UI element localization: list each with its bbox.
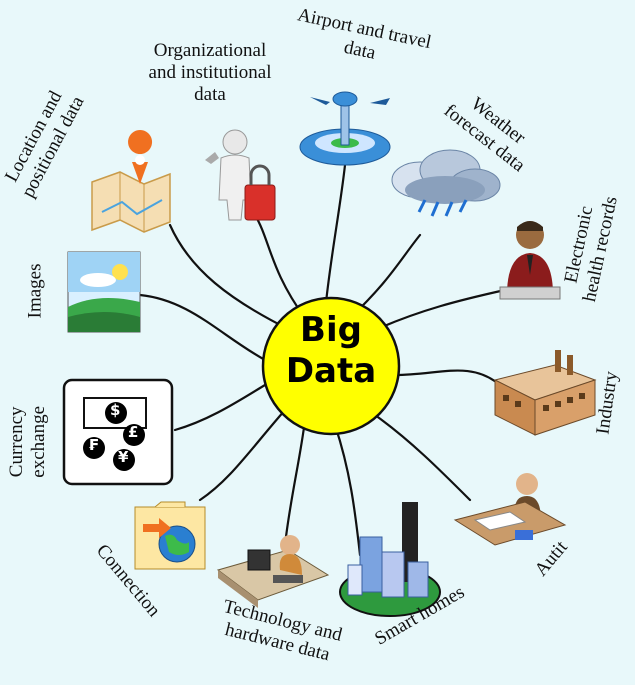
yen-symbol: ¥ xyxy=(118,448,129,466)
connector-audit xyxy=(373,413,472,502)
connector-images xyxy=(138,293,267,362)
franc-symbol: ₣ xyxy=(88,436,99,454)
workstation-icon xyxy=(216,535,330,608)
city-buildings-icon xyxy=(339,502,441,617)
person-computer-icon xyxy=(499,221,561,300)
map-pin-icon xyxy=(91,130,171,233)
hub-title-line2: Data xyxy=(285,350,377,391)
hub-title-line1: Big xyxy=(300,310,362,350)
big-data-hub xyxy=(261,296,401,436)
padlock-person-icon xyxy=(205,129,276,221)
currency-symbols-icon xyxy=(62,378,174,486)
storm-cloud-icon xyxy=(391,149,501,217)
connectors xyxy=(138,163,507,557)
airport-tower-icon xyxy=(299,91,391,166)
connector-connection xyxy=(198,408,287,502)
connector-technology xyxy=(283,418,307,547)
label-currency: Currency exchange xyxy=(6,405,49,478)
label-images: Images xyxy=(24,263,46,319)
globe-folder-icon xyxy=(134,501,206,570)
hub-title: Big Data xyxy=(258,310,404,392)
dollar-symbol: $ xyxy=(110,401,121,419)
connector-health xyxy=(373,288,507,332)
factory-icon xyxy=(493,350,597,436)
connector-smarthomes xyxy=(333,423,362,557)
connector-airport xyxy=(323,163,347,314)
connector-location xyxy=(168,223,292,332)
connector-organizational xyxy=(253,213,307,320)
label-organizational: Organizational and institutional data xyxy=(148,40,272,105)
connector-currency xyxy=(173,383,267,432)
pound-symbol: £ xyxy=(128,423,139,441)
connector-industry xyxy=(393,369,502,387)
accountant-desk-icon xyxy=(453,473,567,546)
landscape-image-icon xyxy=(67,251,141,333)
